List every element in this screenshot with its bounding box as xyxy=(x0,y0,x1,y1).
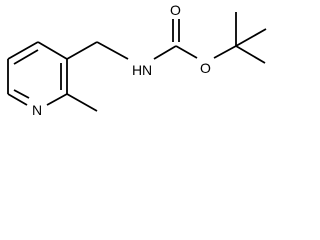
bond-nh-carbonyl xyxy=(153,45,177,60)
pyridine-nitrogen-label: N xyxy=(32,102,42,118)
bond-c3-c4 xyxy=(37,41,68,60)
bond-c4-c5-inner xyxy=(13,49,39,65)
bond-c6-n1 xyxy=(7,93,28,106)
bond-n1-c2 xyxy=(46,93,68,106)
amide-n-label: N xyxy=(142,62,152,78)
amide-h-label: H xyxy=(132,62,142,78)
carbonyl-o-label: O xyxy=(170,2,181,18)
bond-c6-n1-inner xyxy=(13,89,30,99)
ester-o-label: O xyxy=(200,60,211,76)
bond-c4-c5 xyxy=(7,41,39,60)
molecule-structure: N H N O O xyxy=(7,2,267,118)
bond-carbonyl-ester-o xyxy=(175,45,198,59)
bond-cq-me-bottom xyxy=(235,45,266,64)
bond-c3-ch2 xyxy=(66,41,98,60)
bond-ester-o-cq xyxy=(213,45,237,59)
pyridine-ring xyxy=(7,41,68,106)
bond-methyl xyxy=(66,93,98,112)
bond-ch2-nh xyxy=(96,41,129,60)
bond-cq-me-right xyxy=(235,28,267,47)
